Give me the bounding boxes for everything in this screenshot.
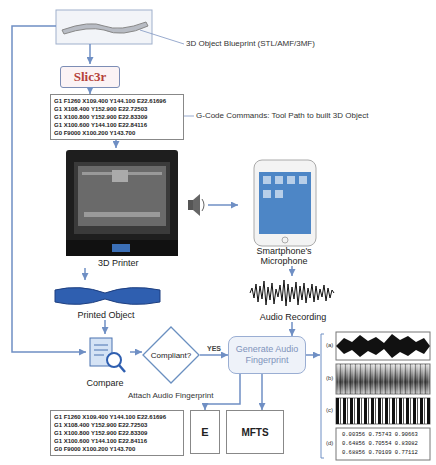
- node-text: E: [201, 426, 208, 438]
- node-text: G1 X100.800 Y152.900 E22.83309: [54, 429, 180, 437]
- leader-line: [184, 116, 194, 117]
- node-text: G0 F9000 X100.200 Y143.700: [54, 129, 180, 137]
- build-plate: [84, 212, 160, 217]
- annotation: Attach Audio Fingerprint: [128, 391, 213, 400]
- node-text: G1 X100.600 Y144.100 E22.84116: [54, 437, 180, 445]
- printer-chamber: [78, 166, 166, 226]
- flow-arrow: [291, 322, 293, 336]
- node-text: MFTS: [241, 427, 268, 438]
- printer-body: [66, 150, 178, 256]
- flow-arrow: [89, 44, 91, 64]
- feature-value: 0.00356 0.75743 0.90663: [342, 431, 418, 438]
- app-icon: [263, 176, 271, 184]
- panel-label: (c): [326, 407, 333, 413]
- compare-icon: Compare: [80, 334, 130, 388]
- node-text: Generate Audio Fingerprint: [231, 344, 303, 366]
- node-text: 3D Printer: [98, 258, 139, 268]
- node-text: Slic3r: [74, 69, 107, 85]
- edge-label: YES: [207, 345, 221, 352]
- blueprint-object: [62, 22, 148, 34]
- node-text: G1 X100.800 Y152.900 E22.83309: [54, 113, 180, 121]
- printer-screen: [112, 244, 130, 252]
- app-icon: [263, 190, 271, 198]
- fingerprint-box: MFTS: [226, 410, 284, 454]
- document-line: [94, 355, 104, 356]
- node-text: Compare: [86, 378, 123, 388]
- printed-object: [55, 288, 160, 305]
- vector-panel: [336, 428, 430, 460]
- feature-panel: [336, 398, 430, 424]
- node-text: G1 F1260 X109.400 Y144.100 E22.61696: [54, 413, 180, 421]
- app-icon: [287, 176, 295, 184]
- blueprint-frame: [56, 10, 152, 44]
- node-text: G1 X108.400 Y152.900 E22.72503: [54, 105, 180, 113]
- flow-arrow: [306, 354, 320, 356]
- flow-arrow: [115, 140, 117, 148]
- flow-arrow: [104, 320, 106, 334]
- node-text: G0 F9000 X100.200 Y143.700: [54, 445, 180, 453]
- flow-arrow: [261, 374, 263, 410]
- printer-extruder: [112, 170, 128, 182]
- panel-bracket: [321, 334, 324, 458]
- flow-arrow: [84, 268, 86, 280]
- decision-diamond: Compliant?: [142, 326, 200, 384]
- speaker-wave: [202, 199, 204, 211]
- smartphone-illustration: Smartphone's Microphone: [238, 158, 330, 266]
- spectrogram-texture: [336, 364, 430, 394]
- printer-frame: [74, 162, 170, 234]
- audio-waveform: [250, 280, 334, 306]
- node-text: G1 X108.400 Y152.900 E22.72503: [54, 421, 180, 429]
- feature-value: 0.68856 0.70109 0.77112: [342, 449, 418, 456]
- node-text: Smartphone's Microphone: [238, 246, 330, 266]
- diamond-outline: [143, 327, 199, 383]
- document-line: [94, 350, 108, 351]
- speaker-icon: [188, 200, 193, 210]
- speaker-icon: [193, 194, 200, 216]
- magnifier-handle: [119, 365, 125, 372]
- printer-illustration: 3D Printer: [58, 148, 208, 268]
- smartphone-body: [254, 160, 316, 246]
- node-text: Printed Object: [77, 310, 134, 320]
- node-text: G1 F1260 X109.400 Y144.100 E22.61696: [54, 97, 180, 105]
- waveform-plot: [336, 334, 430, 358]
- app-icon: [275, 190, 283, 198]
- node-text: Audio Recording: [260, 312, 327, 322]
- feature-bars: [336, 398, 430, 424]
- waveform-panel: [336, 332, 430, 360]
- process-box: Slic3r: [60, 66, 120, 88]
- node-text: G1 X100.600 Y144.100 E22.84116: [54, 121, 180, 129]
- printer-base: [66, 240, 178, 256]
- audio-recording: Audio Recording: [248, 276, 338, 322]
- flow-arrow: [130, 351, 142, 353]
- process-box: Generate Audio Fingerprint: [228, 336, 306, 374]
- smartphone-screen: [259, 172, 311, 234]
- feature-value: 0.64856 0.70554 0.83082: [342, 440, 418, 447]
- gcode-box: G1 F1260 X109.400 Y144.100 E22.61696G1 X…: [50, 94, 184, 140]
- annotation: 3D Object Blueprint (STL/AMF/3MF): [186, 39, 315, 48]
- panel-label: (a): [326, 342, 333, 348]
- spectrogram-panel: [336, 364, 430, 394]
- node-text: Compliant?: [151, 351, 191, 360]
- flow-arrow: [200, 354, 228, 356]
- panel-label: (d): [326, 440, 333, 446]
- gcode-box: G1 F1260 X109.400 Y144.100 E22.61696G1 X…: [50, 410, 184, 456]
- magnifier-lens: [107, 353, 121, 367]
- panel-label: (b): [326, 375, 333, 381]
- app-icon: [299, 176, 307, 184]
- flow-arrow: [208, 204, 238, 206]
- home-button: [282, 237, 288, 243]
- leader-line: [140, 30, 184, 44]
- annotation: G-Code Commands: Tool Path to built 3D O…: [196, 111, 368, 120]
- printed-object-illustration: Printed Object: [50, 280, 162, 320]
- flow-arrow: [291, 266, 293, 276]
- fingerprint-box: E: [190, 410, 220, 454]
- app-icon: [275, 176, 283, 184]
- document-line: [94, 345, 108, 346]
